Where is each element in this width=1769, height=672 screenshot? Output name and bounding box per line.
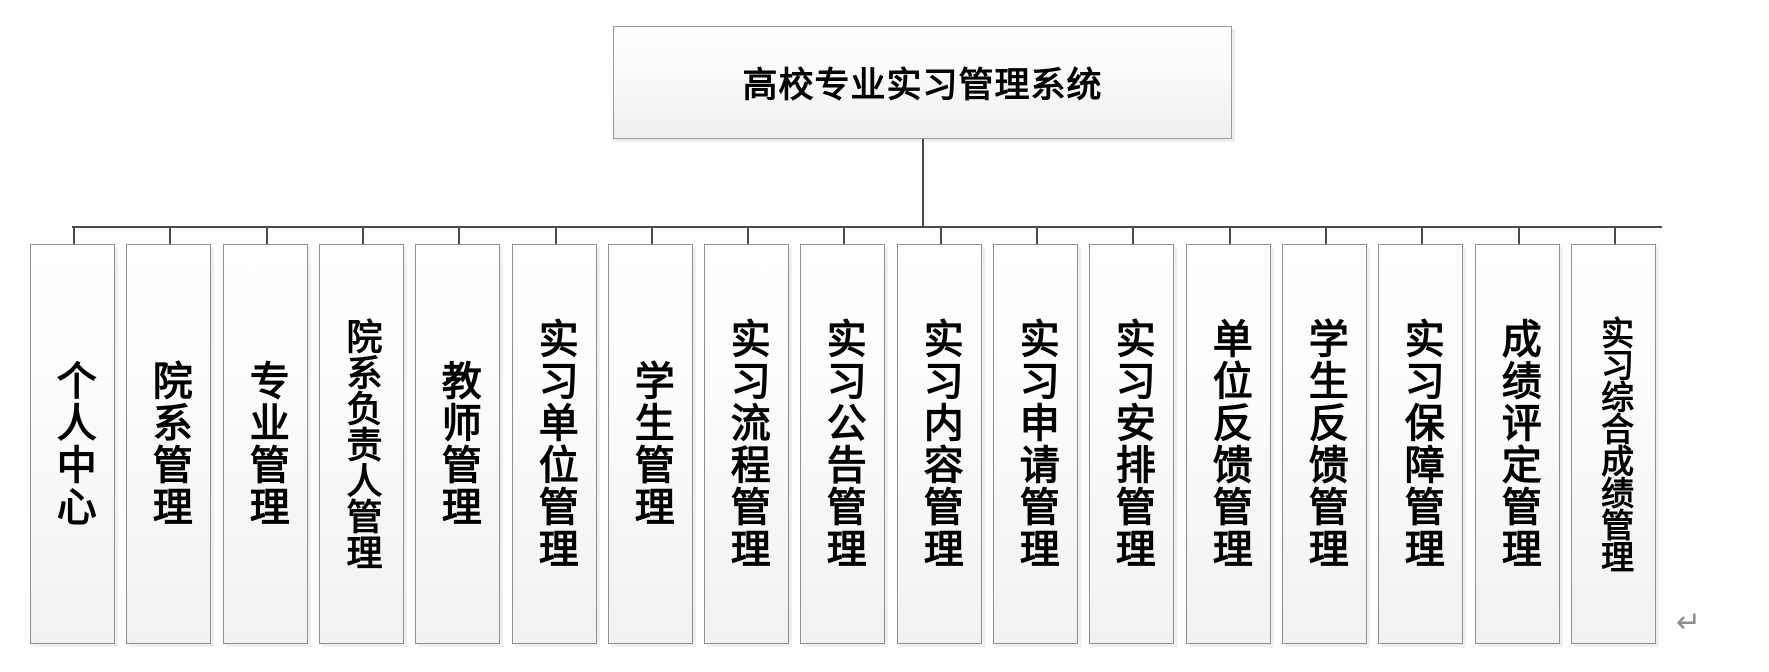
child-node-label: 学生反馈管理 xyxy=(1302,318,1348,570)
child-node-label: 实习内容管理 xyxy=(917,318,963,570)
child-node-1[interactable]: 个人中心 xyxy=(30,244,115,644)
child-node-label: 实习申请管理 xyxy=(1013,318,1059,570)
paragraph-return-mark: ↵ xyxy=(1676,605,1702,640)
child-node-label: 专业管理 xyxy=(243,360,289,528)
child-node-label: 实习安排管理 xyxy=(1109,318,1155,570)
connector-drop-5 xyxy=(458,226,460,245)
child-node-7[interactable]: 学生管理 xyxy=(608,244,693,644)
connector-drop-13 xyxy=(1229,226,1231,245)
child-node-label: 实习流程管理 xyxy=(724,318,770,570)
child-node-6[interactable]: 实习单位管理 xyxy=(512,244,597,644)
connector-drop-14 xyxy=(1325,226,1327,245)
child-node-2[interactable]: 院系管理 xyxy=(126,244,211,644)
child-node-label: 实习公告管理 xyxy=(820,318,866,570)
child-node-label: 院系管理 xyxy=(146,360,192,528)
child-node-8[interactable]: 实习流程管理 xyxy=(704,244,789,644)
child-node-label: 实习综合成绩管理 xyxy=(1595,316,1632,572)
child-node-16[interactable]: 成绩评定管理 xyxy=(1475,244,1560,644)
child-node-9[interactable]: 实习公告管理 xyxy=(800,244,885,644)
connector-drop-9 xyxy=(843,226,845,245)
root-node-label: 高校专业实习管理系统 xyxy=(742,66,1103,105)
child-node-label: 成绩评定管理 xyxy=(1495,318,1541,570)
connector-drop-4 xyxy=(362,226,364,245)
connector-drop-15 xyxy=(1421,226,1423,245)
child-node-15[interactable]: 实习保障管理 xyxy=(1378,244,1463,644)
child-node-label: 学生管理 xyxy=(628,360,674,528)
root-node-system-title[interactable]: 高校专业实习管理系统 xyxy=(613,26,1232,139)
connector-drop-11 xyxy=(1036,226,1038,245)
child-node-label: 院系负责人管理 xyxy=(341,318,382,570)
child-node-5[interactable]: 教师管理 xyxy=(415,244,500,644)
connector-drop-16 xyxy=(1518,226,1520,245)
connector-drop-12 xyxy=(1132,226,1134,245)
child-node-13[interactable]: 单位反馈管理 xyxy=(1186,244,1271,644)
child-node-14[interactable]: 学生反馈管理 xyxy=(1282,244,1367,644)
child-node-label: 实习保障管理 xyxy=(1398,318,1444,570)
child-node-10[interactable]: 实习内容管理 xyxy=(897,244,982,644)
connector-drop-10 xyxy=(940,226,942,245)
child-node-label: 个人中心 xyxy=(50,360,96,528)
connector-drop-2 xyxy=(169,226,171,245)
connector-drop-3 xyxy=(266,226,268,245)
child-node-12[interactable]: 实习安排管理 xyxy=(1089,244,1174,644)
child-node-label: 教师管理 xyxy=(435,360,481,528)
connector-drop-7 xyxy=(651,226,653,245)
child-node-17[interactable]: 实习综合成绩管理 xyxy=(1571,244,1656,644)
connector-drop-1 xyxy=(73,226,75,245)
connector-drop-17 xyxy=(1614,226,1616,245)
connector-root-stem xyxy=(922,139,924,227)
connector-drop-8 xyxy=(747,226,749,245)
child-node-11[interactable]: 实习申请管理 xyxy=(993,244,1078,644)
child-node-4[interactable]: 院系负责人管理 xyxy=(319,244,404,644)
connector-horizontal-bus xyxy=(72,226,1662,228)
child-node-label: 实习单位管理 xyxy=(532,318,578,570)
child-node-label: 单位反馈管理 xyxy=(1206,318,1252,570)
connector-drop-6 xyxy=(555,226,557,245)
child-node-3[interactable]: 专业管理 xyxy=(223,244,308,644)
